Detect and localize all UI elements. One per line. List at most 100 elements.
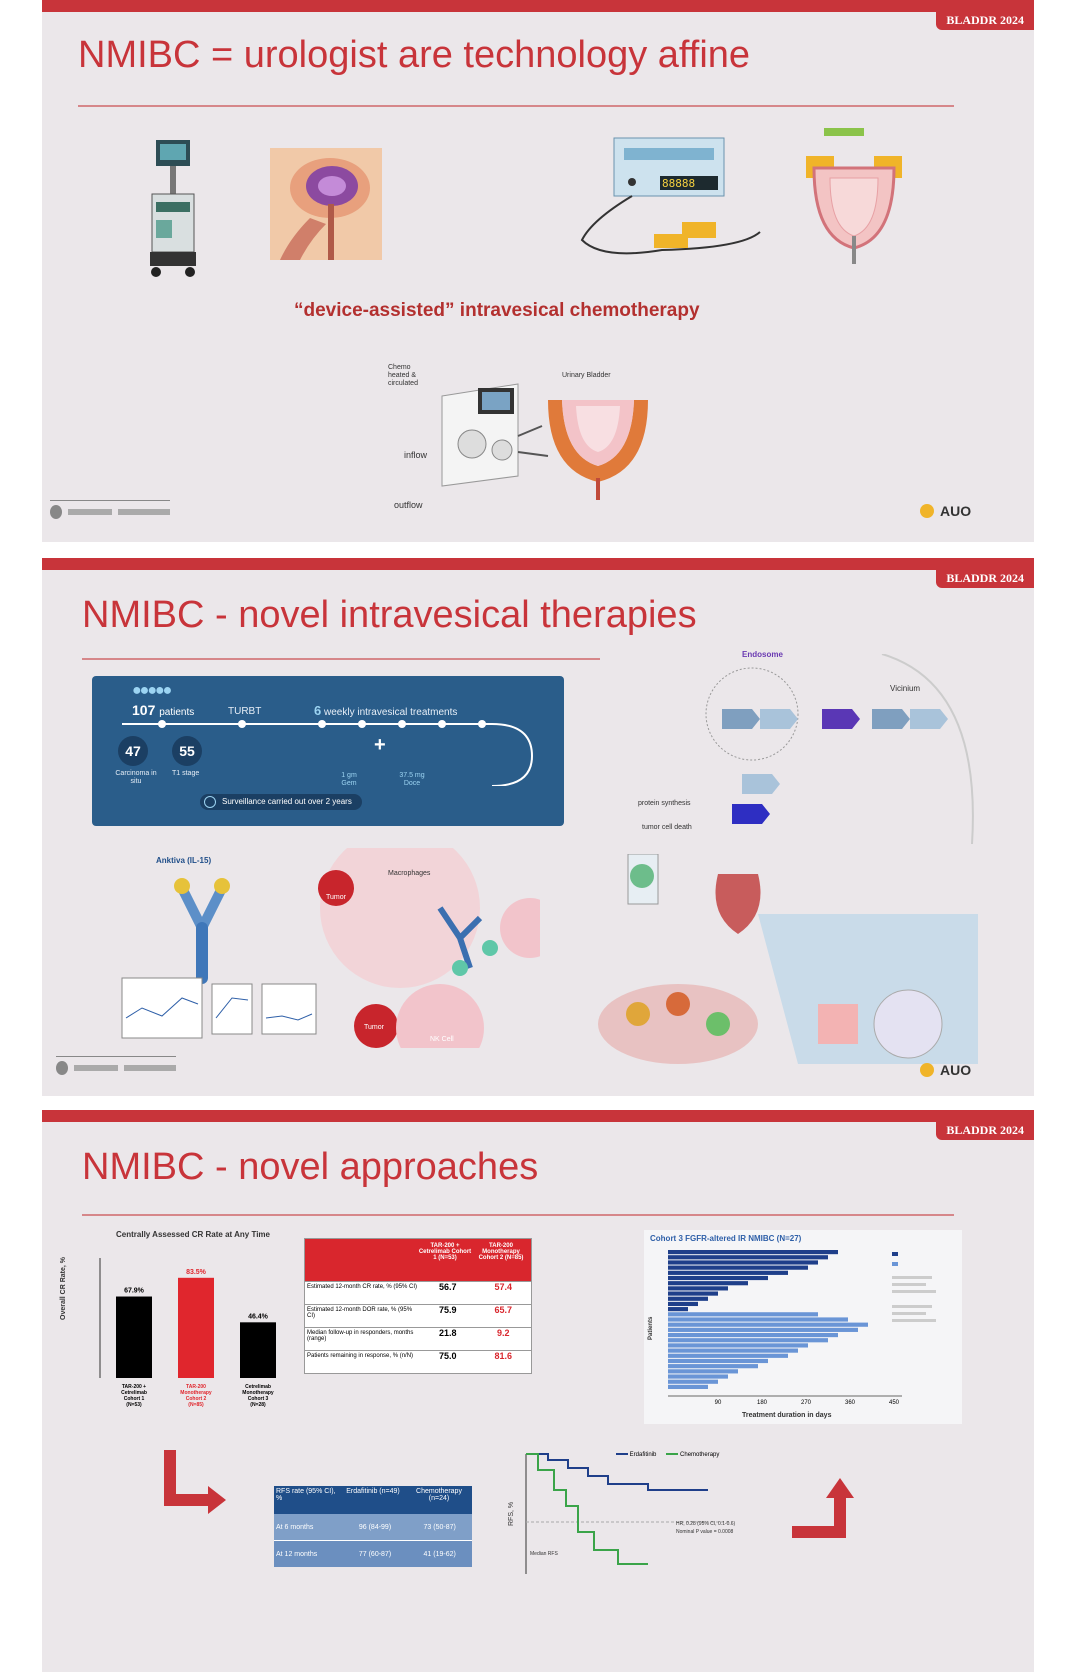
swimmer-bar xyxy=(668,1275,768,1281)
svg-text:88888: 88888 xyxy=(662,177,695,190)
swimmer-bar xyxy=(668,1255,828,1260)
vicinium-mechanism-diagram xyxy=(705,654,974,844)
gene-therapy-diagram xyxy=(598,854,978,1064)
swimmer-bar xyxy=(668,1343,808,1348)
swimmer-bar xyxy=(668,1270,788,1275)
anktiva-fusion-protein-diagram xyxy=(121,878,317,1039)
hipec-chemo-machine-illustration xyxy=(441,383,549,487)
university-logo-text xyxy=(56,1056,176,1075)
t1-label: T1 stage xyxy=(172,770,200,777)
tumor-label-1: Tumor xyxy=(326,894,346,901)
km-ylabel: RFS, % xyxy=(508,1501,515,1526)
slide-1: BLADDR 2024 NMIBC = urologist are techno… xyxy=(42,0,1034,542)
table-header: RFS rate (95% CI), % xyxy=(276,1488,336,1502)
swimmer-bar xyxy=(668,1296,708,1301)
title-underline xyxy=(78,105,954,107)
swimmer-tick-label: 360 xyxy=(845,1400,856,1404)
swimmer-bar xyxy=(668,1312,818,1317)
swimmer-legend xyxy=(892,1252,958,1322)
gem-label: 1 gm Gem xyxy=(341,772,357,788)
swimmer-plot: 90 180 270 360 450 xyxy=(668,1250,902,1404)
conference-tag: BLADDR 2024 xyxy=(936,10,1034,30)
legend-erdafitinib: Erdafitinib xyxy=(616,1452,656,1458)
device-assisted-subtitle: “device-assisted” intravesical chemother… xyxy=(294,300,700,321)
swimmer-bar xyxy=(668,1286,728,1291)
bar xyxy=(116,1296,152,1378)
protein-synthesis-label: protein synthesis xyxy=(638,800,691,807)
timeline-line xyxy=(122,720,534,786)
cr-dor-table: TAR-200 + Cetrelimab Cohort 1 (N=53) TAR… xyxy=(304,1238,532,1374)
bladder-electrode-illustration xyxy=(806,128,902,264)
slide-3: BLADDR 2024 NMIBC - novel approaches Cen… xyxy=(42,1110,1034,1672)
bar-chart-ylabel: Overall CR Rate, % xyxy=(60,1256,67,1320)
swimmer-title: Cohort 3 FGFR-altered IR NMIBC (N=27) xyxy=(650,1234,802,1243)
km-hr: HR, 0.28 (95% CI, 0.1-0.6) xyxy=(676,1521,736,1527)
auo-logo: AUO xyxy=(920,503,971,519)
surveillance-pill: Surveillance carried out over 2 years xyxy=(200,794,362,810)
plus-icon: + xyxy=(374,734,386,756)
patients-count: 107 patients xyxy=(132,702,195,718)
swimmer-bar xyxy=(668,1358,768,1364)
conference-tag: BLADDR 2024 xyxy=(936,1120,1034,1140)
swimmer-tick-label: 180 xyxy=(757,1400,768,1404)
endosome-label: Endosome xyxy=(742,650,783,659)
cis-label: Carcinoma in situ xyxy=(115,770,157,786)
slide-title: NMIBC - novel approaches xyxy=(82,1146,539,1188)
bar-value-label: 83.5% xyxy=(186,1269,207,1276)
swimmer-bar xyxy=(668,1322,868,1327)
outflow-label: outflow xyxy=(394,500,423,510)
auo-logo-mark xyxy=(920,504,934,518)
slide-title: NMIBC - novel intravesical therapies xyxy=(82,594,697,636)
vicinium-label: Vicinium xyxy=(890,684,921,693)
macrophages-label: Macrophages xyxy=(388,870,431,877)
chemo-device-tower-illustration xyxy=(150,140,196,277)
swimmer-bar xyxy=(668,1338,828,1343)
swimmer-bar xyxy=(668,1260,818,1265)
legend-chemotherapy: Chemotherapy xyxy=(666,1452,719,1458)
km-legend: Erdafitinib Chemotherapy xyxy=(616,1452,719,1458)
pelvic-anatomy-illustration xyxy=(270,148,382,260)
title-underline xyxy=(82,1214,954,1216)
doce-label: 37.5 mg Doce xyxy=(399,772,425,788)
table-row: Estimated 12-month DOR rate, % (95% CI) … xyxy=(305,1304,531,1327)
chemo-heated-label: Chemo heated & circulated xyxy=(388,364,418,388)
conference-tag: BLADDR 2024 xyxy=(936,568,1034,588)
inflow-label: inflow xyxy=(404,450,428,460)
table-header: TAR-200 + Cetrelimab Cohort 1 (N=53) xyxy=(418,1243,472,1261)
table-row: Median follow-up in responders, months (… xyxy=(305,1327,531,1350)
arrow-down-right-icon xyxy=(164,1450,226,1514)
bladder-cross-section-illustration xyxy=(548,400,648,500)
cis-badge: 47 xyxy=(118,736,148,766)
swimmer-ylabel: Patients xyxy=(648,1316,654,1340)
swimmer-bar xyxy=(668,1332,838,1338)
title-underline xyxy=(82,658,600,660)
bar xyxy=(240,1322,276,1378)
table-row: At 6 months 96 (84-99) 73 (50-87) xyxy=(274,1514,472,1540)
swimmer-tick-label: 450 xyxy=(889,1400,900,1404)
bar xyxy=(178,1277,214,1378)
swimmer-tick-label: 270 xyxy=(801,1400,812,1404)
tumor-cell-death-label: tumor cell death xyxy=(642,824,692,831)
swimmer-xlabel: Treatment duration in days xyxy=(742,1412,832,1419)
nk-cell-label: NK Cell xyxy=(430,1036,454,1043)
swimmer-bar xyxy=(668,1317,848,1322)
t1-badge: 55 xyxy=(172,736,202,766)
arrow-up-right-icon xyxy=(792,1478,854,1538)
table-header: Erdafitinib (n=49) xyxy=(346,1488,400,1495)
slide-title: NMIBC = urologist are technology affine xyxy=(78,34,751,76)
table-header: Chemotherapy (n=24) xyxy=(416,1488,462,1502)
slide-2: BLADDR 2024 NMIBC - novel intravesical t… xyxy=(42,558,1034,1096)
swimmer-bar xyxy=(668,1348,798,1353)
table-row: Estimated 12-month CR rate, % (95% CI) 5… xyxy=(305,1281,531,1304)
tumor-label-2: Tumor xyxy=(364,1024,384,1031)
electromotive-generator-illustration: 88888 xyxy=(580,137,761,255)
swimmer-tick-label: 90 xyxy=(715,1400,722,1404)
table-row: At 12 months 77 (60-87) 41 (19-62) xyxy=(274,1540,472,1567)
swimmer-bar xyxy=(668,1353,788,1358)
rfs-kaplan-meier-curve xyxy=(525,1453,730,1574)
swimmer-bar xyxy=(668,1250,838,1255)
rfs-table: RFS rate (95% CI), % Erdafitinib (n=49) … xyxy=(274,1486,472,1567)
